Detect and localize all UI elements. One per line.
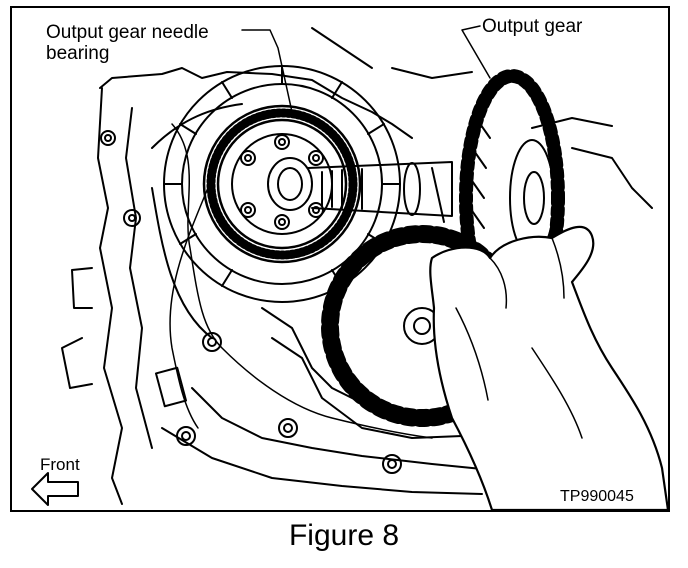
figure-caption: Figure 8: [288, 519, 400, 552]
label-output-gear: Output gear: [482, 16, 583, 37]
label-needle-bearing-line1: Output gear needle: [46, 22, 209, 43]
hand-creases: [455, 237, 583, 439]
label-output-gear-needle-bearing: Output gear needle bearing: [46, 22, 209, 64]
leader-output-gear: [461, 25, 491, 79]
output-shaft: [267, 157, 453, 223]
case-bolts: [100, 130, 402, 474]
sealant-bead: [171, 123, 433, 439]
needle-bearing: [202, 104, 362, 264]
figure-code: TP990045: [560, 488, 634, 505]
leader-needle-bearing: [241, 29, 293, 113]
front-arrow-icon: [31, 472, 79, 506]
wire-harness: [169, 177, 213, 429]
label-needle-bearing-line2: bearing: [46, 43, 110, 64]
bearing-boss: [163, 65, 401, 303]
hand: [429, 225, 668, 510]
figure-frame: Output gear needle bearing Output gear F…: [10, 6, 670, 512]
transaxle-illustration: [31, 25, 668, 510]
label-front: Front: [40, 455, 80, 474]
connector: [154, 366, 188, 408]
